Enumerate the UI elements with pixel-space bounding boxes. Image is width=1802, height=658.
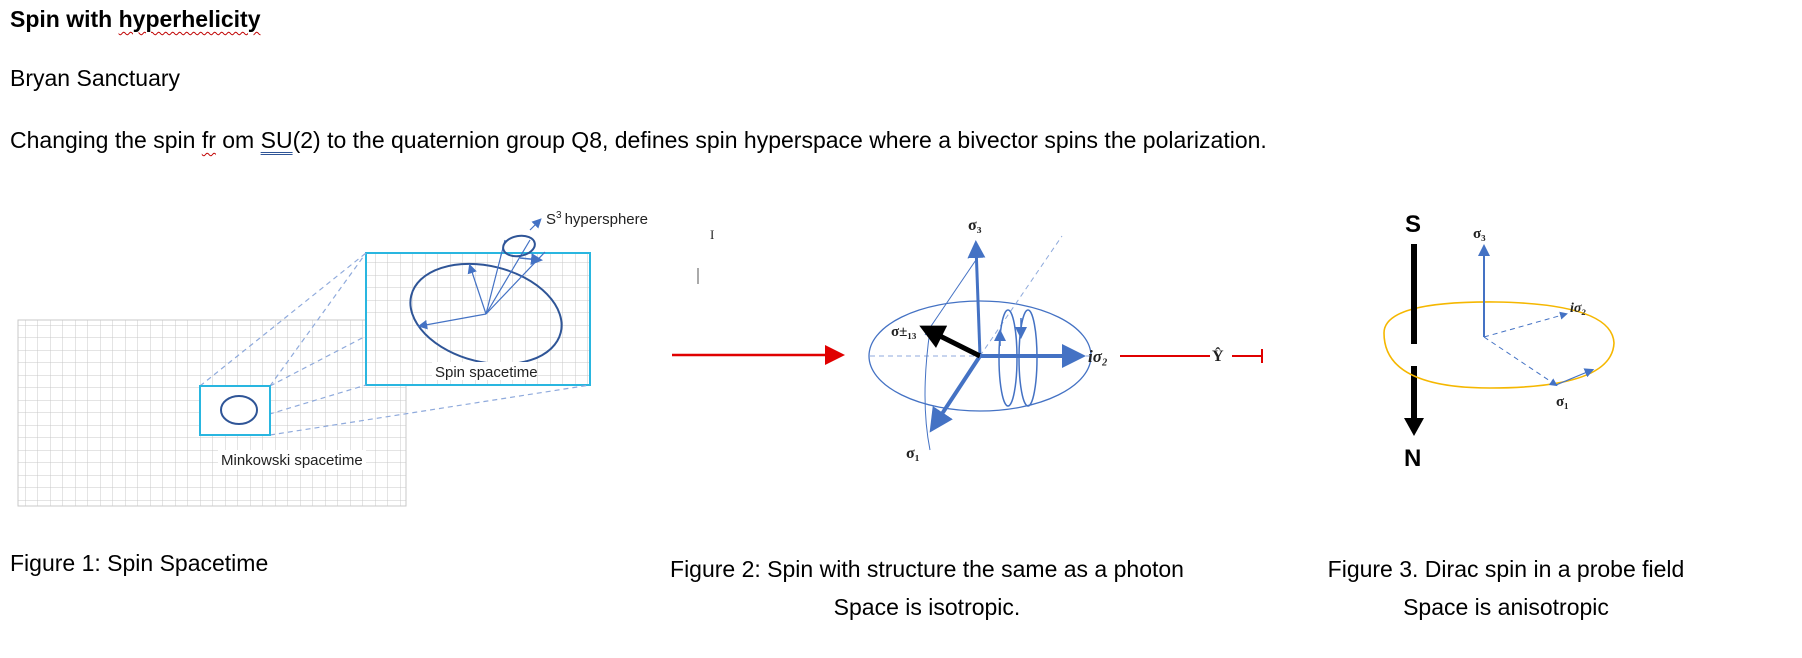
fig3-isigma2-label: iσ₂: [1570, 301, 1586, 316]
figure3-caption-line2: Space is anisotropic: [1403, 594, 1609, 620]
page-title: Spin with hyperhelicity: [10, 6, 261, 33]
abstract-p5: (2) to the quaternion group Q8, defines …: [292, 127, 1267, 153]
sigma1-label: σ₁: [906, 445, 920, 462]
loop-arrow: [519, 253, 543, 266]
sigma13-arrow: [919, 325, 982, 359]
figure2-caption-line2: Space is isotropic.: [833, 594, 1021, 620]
spin-spacetime-label-bg: [432, 362, 536, 380]
yhat-label: Ŷ: [1212, 346, 1224, 365]
fig3-sigma1-label: σ₁: [1556, 394, 1569, 410]
sigma3-label: σ₃: [968, 217, 982, 234]
abstract-p2: fr: [201, 127, 216, 153]
fig3-isigma2-arrow: [1483, 311, 1568, 338]
fig2-thin-curve: [924, 329, 931, 451]
local-region-box: [199, 385, 271, 436]
sigma1-arrow: [929, 354, 982, 433]
figure2-caption-line1: Figure 2: Spin with structure the same a…: [670, 556, 1184, 582]
abstract-p3: om: [215, 127, 261, 153]
sigma13-label: σ±₁₃: [891, 324, 917, 340]
orbit-front: [1383, 332, 1615, 389]
cursor-mark: I: [710, 227, 714, 242]
abstract-text: Changing the spin fr om SU(2) to the qua…: [10, 127, 1267, 154]
fig2-thin-line: [924, 253, 981, 336]
figure3: S N σ₃ iσ₂ σ₁: [1383, 211, 1615, 472]
s-label: S: [1405, 211, 1421, 238]
isigma2-label: iσ₂: [1088, 347, 1108, 366]
fig3-sigma3-label: σ₃: [1473, 226, 1486, 242]
orbit-back: [1383, 301, 1615, 344]
minkowski-label-bg: [218, 450, 366, 470]
hypersphere-loop: [502, 234, 536, 258]
magnet-arrowhead: [1404, 418, 1424, 436]
figure3-caption: Figure 3. Dirac spin in a probe field Sp…: [1296, 550, 1716, 626]
figure1-caption: Figure 1: Spin Spacetime: [10, 550, 269, 576]
title-part2: hyperhelicity: [118, 6, 261, 32]
abstract-p1: Changing the spin: [10, 127, 202, 153]
spin-spacetime-box: [365, 252, 591, 386]
figure2: I σ₃ σ±₁₃ σ₁: [672, 217, 1263, 462]
n-label: N: [1404, 445, 1421, 472]
fig3-sigma1-arrow: [1483, 336, 1558, 387]
minkowski-label: Minkowski spacetime: [221, 452, 363, 469]
figure3-caption-line1: Figure 3. Dirac spin in a probe field: [1327, 556, 1685, 582]
hypersphere-pointer: [529, 218, 542, 231]
fig3-precession-arrow: [1555, 368, 1595, 386]
photon-ellipse: [868, 300, 1092, 412]
title-part1: Spin with: [10, 6, 119, 32]
spin-spacetime-label: Spin spacetime: [435, 364, 538, 381]
local-spin-ellipse: [220, 395, 258, 425]
figure2-caption: Figure 2: Spin with structure the same a…: [625, 550, 1229, 626]
author-name: Bryan Sanctuary: [10, 65, 181, 91]
abstract-p4: SU: [260, 127, 293, 153]
helicity-loops: [994, 309, 1038, 407]
sigma3-arrow: [967, 240, 986, 357]
